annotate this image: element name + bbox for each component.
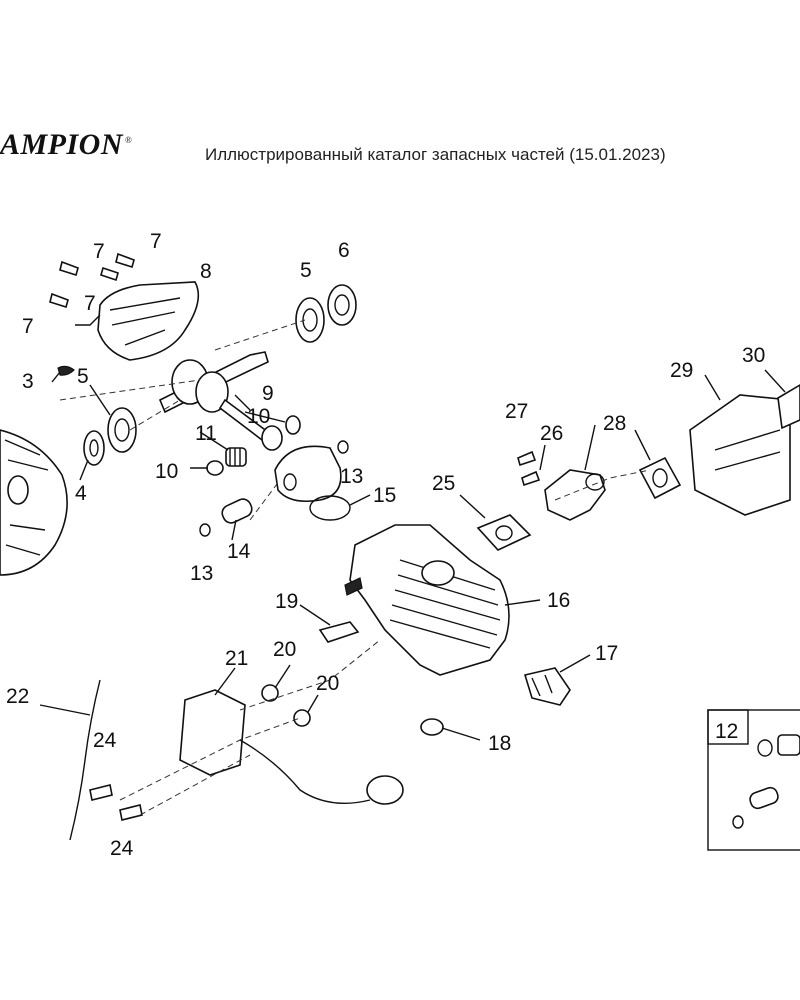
intake-manifold-26	[544, 469, 606, 521]
screws-7	[49, 252, 135, 309]
bearing-5-right	[295, 297, 325, 343]
plate-19	[318, 621, 360, 643]
callout-18: 18	[488, 732, 511, 755]
spacer-20a	[261, 684, 279, 702]
callout-26: 26	[540, 422, 563, 445]
callout-20a: 20	[273, 638, 296, 661]
crankshaft	[158, 351, 283, 451]
callout-30: 30	[742, 344, 765, 367]
callout-4: 4	[75, 482, 87, 505]
callout-7c: 7	[84, 292, 96, 315]
callout-17: 17	[595, 642, 618, 665]
seal-6	[327, 284, 357, 326]
muffler-29	[689, 394, 791, 516]
ground-wire-22	[69, 679, 101, 841]
callout-11: 11	[195, 422, 217, 445]
callout-10b: 10	[155, 460, 178, 483]
callout-7d: 7	[22, 315, 34, 338]
leader-lines	[39, 314, 786, 816]
spark-plug-17	[523, 667, 571, 706]
callout-25: 25	[432, 472, 455, 495]
callout-24b: 24	[110, 837, 134, 860]
inset-box-12	[707, 709, 800, 851]
flywheel	[0, 429, 68, 576]
callout-3: 3	[22, 370, 34, 393]
ignition-coil-21	[179, 689, 404, 805]
piston-pin-14	[221, 498, 253, 524]
callout-28: 28	[603, 412, 626, 435]
callout-6: 6	[338, 239, 350, 262]
callout-7a: 7	[93, 240, 105, 263]
screw-24b	[119, 804, 143, 821]
gasket-28	[638, 456, 682, 500]
callout-29: 29	[670, 359, 693, 382]
callout-15: 15	[373, 484, 396, 507]
bracket-30	[777, 384, 800, 430]
callout-20b: 20	[316, 672, 339, 695]
washer-10a	[285, 415, 301, 435]
gasket-25	[476, 514, 532, 551]
callout-27: 27	[505, 400, 528, 423]
screw-24a	[89, 784, 113, 801]
callout-9: 9	[262, 382, 274, 405]
callout-12: 12	[715, 720, 738, 743]
callout-16: 16	[547, 589, 570, 612]
callout-5a: 5	[300, 259, 312, 282]
callout-8: 8	[200, 260, 212, 283]
bearing-5-left	[107, 407, 137, 453]
callout-10a: 10	[247, 405, 270, 428]
needle-bearing-11	[225, 447, 247, 467]
callout-13a: 13	[340, 465, 363, 488]
spacer-20b	[293, 709, 311, 727]
callout-22: 22	[6, 685, 29, 708]
circlip-13b	[199, 523, 211, 537]
callout-7b: 7	[150, 230, 162, 253]
brand-logo: AMPION®	[0, 128, 132, 162]
registered-mark: ®	[125, 135, 133, 145]
callout-14: 14	[227, 540, 251, 563]
callout-13b: 13	[190, 562, 213, 585]
washer-18	[420, 718, 444, 736]
catalog-title: Иллюстрированный каталог запасных частей…	[205, 145, 666, 164]
crankcase-cover	[97, 281, 200, 361]
key-3	[57, 365, 75, 376]
piston-ring-15	[309, 495, 351, 521]
cylinder	[344, 524, 510, 676]
brand-name: AMPION	[0, 128, 124, 161]
seal-4	[83, 430, 105, 466]
callout-21: 21	[225, 647, 248, 670]
circlip-13a	[337, 440, 349, 454]
callout-19: 19	[275, 590, 298, 613]
callout-24a: 24	[93, 729, 117, 752]
washer-10b	[206, 460, 224, 476]
screws-27	[517, 450, 541, 487]
piston	[274, 445, 342, 503]
callout-5b: 5	[77, 365, 89, 388]
